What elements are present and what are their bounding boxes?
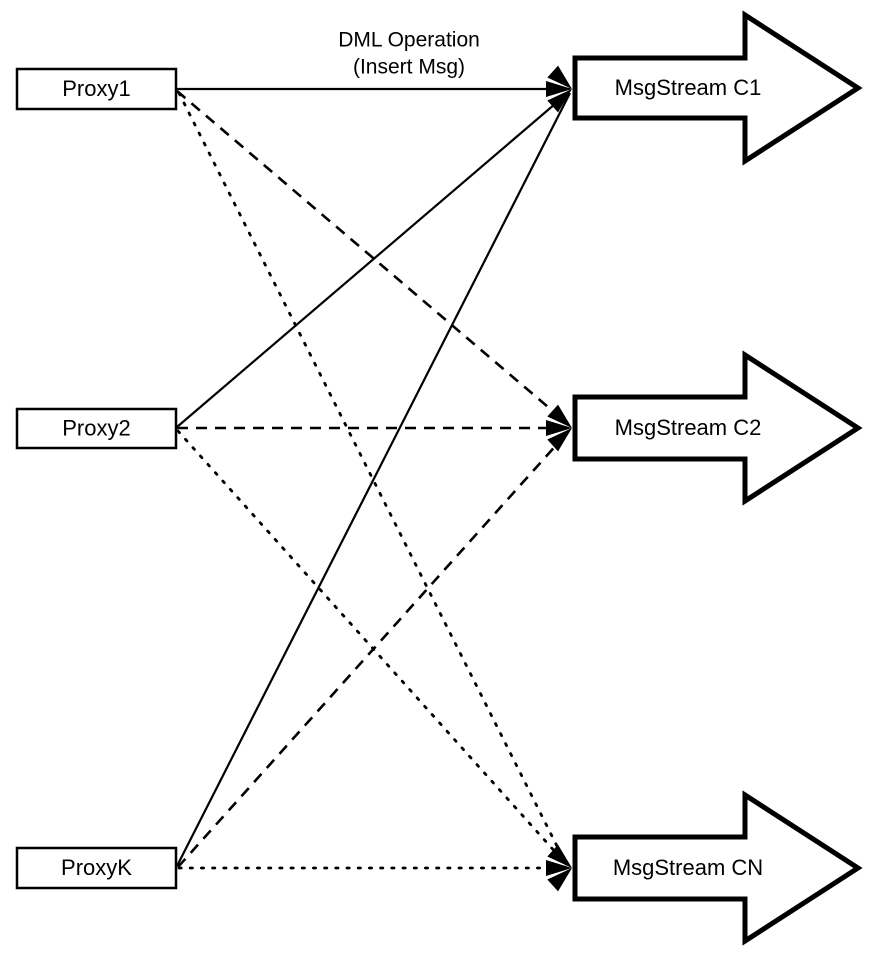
link-proxy1-stream-c2 xyxy=(176,90,569,425)
stream-arrow-icon-c1[interactable] xyxy=(572,10,863,166)
arrowhead-layer xyxy=(546,65,572,892)
arrowhead-triangle xyxy=(547,89,572,113)
proxy-label-proxyk: ProxyK xyxy=(61,855,132,880)
arrowhead-triangle xyxy=(546,860,572,876)
stream-arrow-icon-cn[interactable] xyxy=(572,790,863,946)
arrowhead-triangle xyxy=(547,404,572,428)
link-proxy2-stream-c1 xyxy=(176,91,570,428)
link-proxyk-stream-c1 xyxy=(176,92,571,867)
link-layer xyxy=(176,87,571,870)
arrowhead-triangle xyxy=(546,81,572,97)
arrowhead-icon-stream-cn xyxy=(546,844,572,892)
arrowhead-triangle xyxy=(547,868,572,892)
arrowhead-triangle xyxy=(547,65,572,89)
proxy-box-proxy1[interactable] xyxy=(15,67,178,111)
arrowhead-icon-stream-c1 xyxy=(546,65,572,113)
proxy-label-proxy2: Proxy2 xyxy=(62,415,130,440)
link-proxy2-stream-cn xyxy=(176,429,568,866)
link-proxyk-stream-c2 xyxy=(177,431,569,868)
proxy-nodes: Proxy1 Proxy2 ProxyK xyxy=(15,67,178,890)
stream-label-cn: MsgStream CN xyxy=(613,855,763,880)
arrowhead-triangle xyxy=(546,420,572,436)
arrowhead-triangle xyxy=(547,428,572,452)
arrowhead-icon-stream-c2 xyxy=(546,404,572,452)
edge-label-dml-operation: DML Operation (Insert Msg) xyxy=(338,29,480,79)
stream-node-c2[interactable]: MsgStream C2 xyxy=(572,350,863,506)
proxy-node-proxy2[interactable]: Proxy2 xyxy=(15,407,178,450)
edge-label-line1: DML Operation xyxy=(338,29,480,52)
stream-label-c1: MsgStream C1 xyxy=(615,75,762,100)
stream-label-c2: MsgStream C2 xyxy=(615,415,762,440)
proxy-node-proxyk[interactable]: ProxyK xyxy=(15,846,178,890)
proxy-box-proxyk[interactable] xyxy=(15,846,178,890)
stream-node-c1[interactable]: MsgStream C1 xyxy=(572,10,863,166)
proxy-box-proxy2[interactable] xyxy=(15,407,178,450)
edge-label-line2: (Insert Msg) xyxy=(353,56,465,79)
proxy-node-proxy1[interactable]: Proxy1 xyxy=(15,67,178,111)
arrowhead-triangle xyxy=(547,844,572,868)
link-proxy1-stream-cn xyxy=(177,91,568,866)
stream-arrow-icon-c2[interactable] xyxy=(572,350,863,506)
proxy-label-proxy1: Proxy1 xyxy=(62,76,130,101)
stream-node-cn[interactable]: MsgStream CN xyxy=(572,790,863,946)
stream-nodes: MsgStream C1 MsgStream C2 MsgStream CN xyxy=(572,10,863,946)
